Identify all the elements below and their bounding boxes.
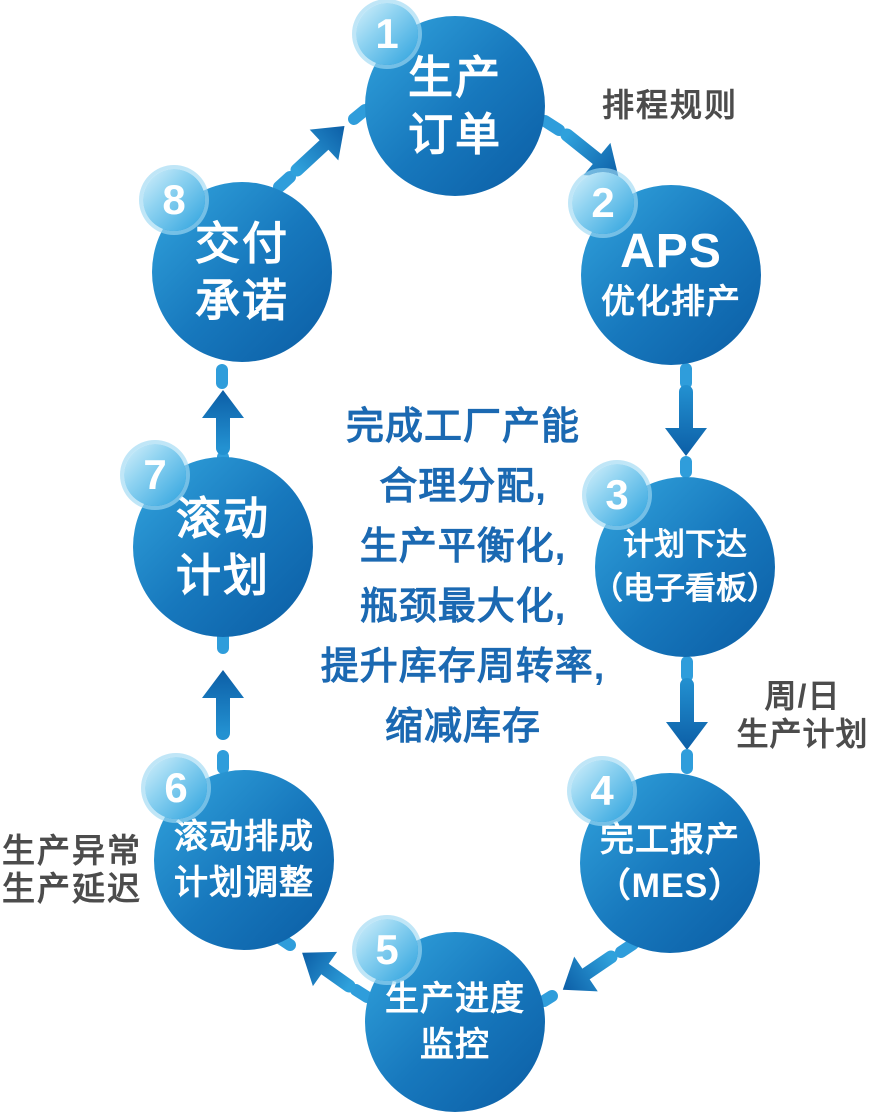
step-3-plan-release-ekanban: 3 计划下达 （电子看板）	[586, 464, 778, 657]
center-text-line: 生产平衡化,	[359, 526, 567, 568]
arrow-3-to-4	[666, 656, 708, 774]
step-number: 1	[375, 10, 399, 57]
step-title-line: 计划调整	[174, 864, 314, 902]
label-line: 生产异常	[2, 832, 142, 869]
step-number: 3	[605, 471, 629, 518]
step-title-line: 生产进度	[385, 980, 525, 1018]
step-title-line: 承诺	[194, 275, 289, 326]
step-number: 7	[143, 451, 167, 498]
step-title-line: 订单	[407, 109, 502, 160]
step-7-rolling-plan: 7 滚动 计划	[124, 444, 313, 637]
step-title-line: （MES）	[596, 867, 744, 905]
step-number: 8	[162, 176, 186, 223]
step-title-line: 完工报产	[600, 821, 740, 859]
step-number: 2	[591, 179, 615, 226]
step-1-production-order: 1 生产 订单	[356, 3, 545, 196]
step-title-line: 计划下达	[623, 527, 747, 562]
label-line: 生产延迟	[2, 870, 142, 907]
arrow-8-to-1	[273, 104, 371, 193]
step-title-line: 滚动排成	[174, 818, 314, 856]
label-production-exception-delay: 生产异常 生产延迟	[2, 832, 142, 908]
step-title-line: 交付	[194, 218, 289, 269]
center-text-line: 提升库存周转率,	[320, 646, 606, 688]
center-benefits-text: 完成工厂产能 合理分配, 生产平衡化, 瓶颈最大化, 提升库存周转率, 缩减库存	[233, 397, 693, 757]
step-2-aps-optimized-scheduling: 2 APS 优化排产	[572, 172, 761, 365]
label-scheduling-rules: 排程规则	[602, 87, 739, 123]
step-2-number-badge: 2	[572, 172, 634, 234]
step-4-number-badge: 4	[571, 760, 633, 822]
step-title-line: 优化排产	[601, 283, 741, 321]
arrow-6-to-7	[202, 629, 244, 774]
label-line: 周/日	[764, 678, 841, 714]
center-text-line: 缩减库存	[384, 706, 541, 748]
arrow-1-to-2	[539, 115, 619, 177]
step-5-number-badge: 5	[356, 919, 418, 981]
step-6-number-badge: 6	[145, 757, 207, 819]
center-text-line: 瓶颈最大化,	[359, 586, 567, 628]
step-title-line: 计划	[175, 550, 270, 601]
step-8-number-badge: 8	[143, 169, 205, 231]
label-week-day-production-plan: 周/日 生产计划	[736, 677, 869, 753]
step-3-number-badge: 3	[586, 464, 648, 526]
center-text-line: 合理分配,	[379, 466, 547, 508]
step-number: 5	[375, 926, 399, 973]
step-title-line: 生产	[407, 52, 502, 103]
step-title-line: （电子看板）	[592, 571, 778, 606]
step-title-line: 滚动	[175, 493, 270, 544]
center-text-line: 完成工厂产能	[345, 406, 580, 448]
step-number: 4	[590, 767, 614, 814]
step-number: 6	[164, 764, 188, 811]
step-1-number-badge: 1	[356, 3, 418, 65]
step-4-completion-report-mes: 4 完工报产 （MES）	[571, 760, 760, 953]
arrow-5-to-6	[275, 933, 373, 1003]
label-line: 生产计划	[736, 716, 869, 752]
step-6-rolling-schedule-adjustment: 6 滚动排成 计划调整	[145, 757, 334, 950]
step-title-line: 监控	[420, 1026, 490, 1064]
step-8-delivery-commitment: 8 交付 承诺	[143, 169, 332, 362]
step-7-number-badge: 7	[124, 444, 186, 506]
arrow-2-to-3	[665, 363, 707, 478]
arrow-4-to-5	[538, 938, 639, 1007]
step-5-production-progress-monitoring: 5 生产进度 监控	[356, 919, 545, 1112]
step-title-line: APS	[620, 225, 722, 278]
